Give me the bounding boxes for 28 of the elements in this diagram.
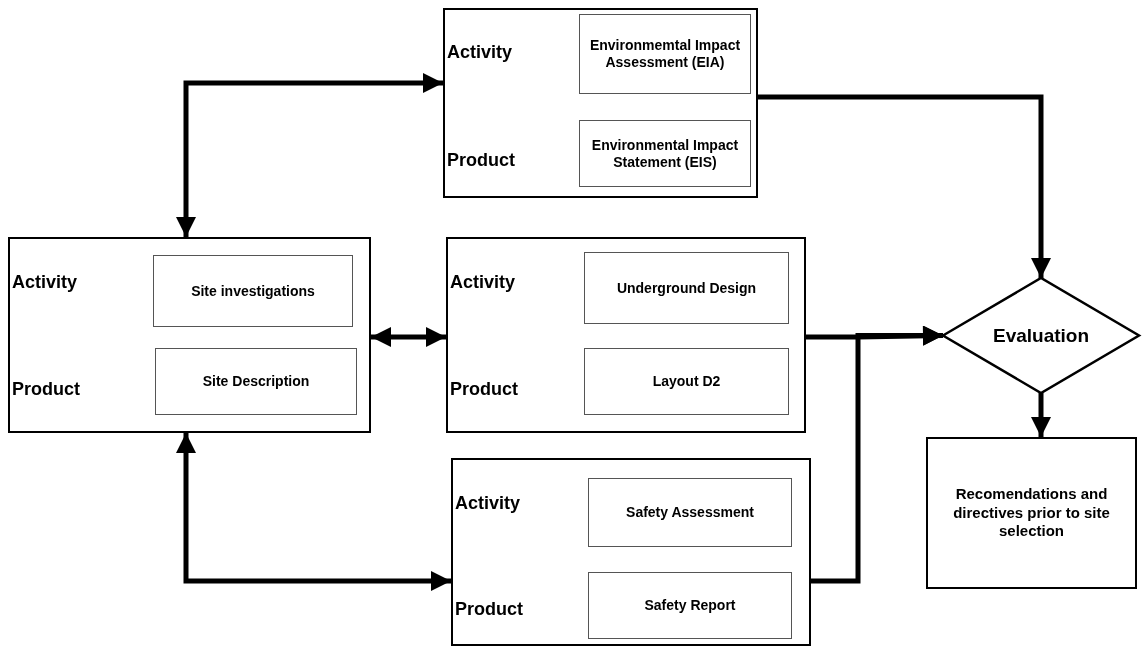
arrow <box>176 73 443 237</box>
arrow <box>811 325 943 584</box>
item-box: Site investigations <box>153 255 353 327</box>
row-label: Activity <box>455 493 521 514</box>
stage-panel <box>443 8 758 198</box>
item-box: Safety Assessment <box>588 478 792 547</box>
row-label: Product <box>447 150 515 171</box>
arrow <box>1031 393 1051 437</box>
row-label: Product <box>455 599 523 620</box>
row-label: Activity <box>447 42 513 63</box>
item-box: Environmemtal Impact Assessment (EIA) <box>579 14 751 94</box>
item-box: Underground Design <box>584 252 789 324</box>
arrow <box>371 327 446 347</box>
item-box: Site Description <box>155 348 357 415</box>
stage-panel <box>446 237 806 433</box>
row-label: Product <box>12 379 80 400</box>
decision-diamond: Evaluation <box>943 278 1139 393</box>
row-label: Activity <box>450 272 516 293</box>
row-label: Product <box>450 379 518 400</box>
item-box: Environmental Impact Statement (EIS) <box>579 120 751 187</box>
arrow <box>758 94 1051 278</box>
arrow <box>176 433 451 591</box>
stage-panel <box>8 237 371 433</box>
item-box: Layout D2 <box>584 348 789 415</box>
stage-panel <box>451 458 811 646</box>
process-box: Recomendations and directives prior to site selection <box>926 437 1137 589</box>
item-box: Safety Report <box>588 572 792 639</box>
row-label: Activity <box>12 272 78 293</box>
